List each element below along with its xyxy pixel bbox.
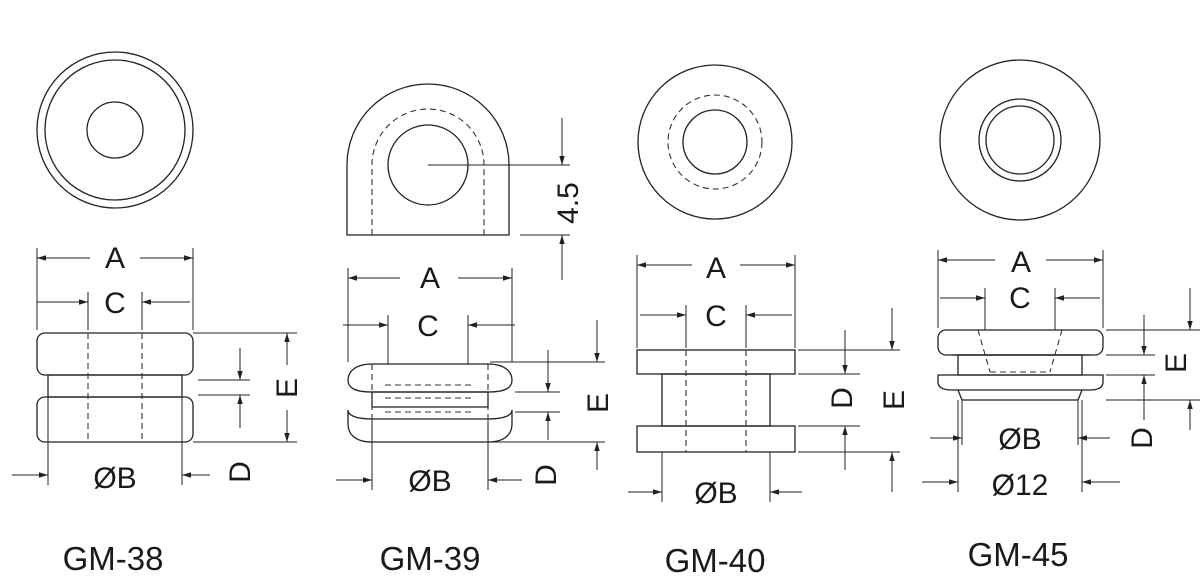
gm39-dim-b: ØB (336, 420, 522, 498)
gm40-dim-d: D (798, 330, 900, 470)
gm39-dim-a: A (347, 262, 513, 362)
gm40-title: GM-40 (665, 542, 766, 579)
gm40-top-view (637, 64, 793, 220)
gm39-top-view (346, 83, 570, 236)
gm45-dim-d: D (1106, 315, 1159, 449)
gm45-label-d: D (1126, 427, 1159, 449)
gm38-dim-a: A (36, 242, 194, 330)
gm45-dim-c: C (940, 282, 1100, 330)
gm39-label-c: C (417, 310, 439, 343)
gm45-dim-e: E (1106, 288, 1200, 430)
gm39-drawing: 4.5 A C (336, 83, 615, 577)
gm40-dim-e: E (878, 308, 911, 492)
gm45-top-view (939, 59, 1101, 221)
gm45-label-b: ØB (998, 423, 1041, 456)
gm45-label-a: A (1011, 246, 1031, 279)
gm40-drawing: A C D E (628, 64, 911, 579)
gm45-side-view (937, 329, 1104, 401)
gm38-dim-e: E (193, 332, 304, 443)
gm39-side-view (347, 363, 513, 443)
gm45-label-12: Ø12 (992, 469, 1049, 502)
gm45-drawing: A C E D (922, 59, 1200, 573)
gm45-label-c: C (1009, 282, 1031, 315)
gm40-label-d: D (826, 387, 859, 409)
gm39-label-d: D (530, 464, 563, 486)
gm40-label-a: A (706, 252, 726, 285)
gm39-label-a: A (420, 262, 440, 295)
gm38-title: GM-38 (63, 540, 164, 577)
gm38-label-b: ØB (93, 462, 136, 495)
gm39-dim-c: C (343, 310, 515, 364)
gm40-label-b: ØB (694, 477, 737, 510)
gm45-label-e: E (1160, 353, 1193, 373)
gm38-top-view (36, 51, 194, 209)
gm39-dim-e: E (490, 320, 615, 470)
gm38-label-c: C (104, 287, 126, 320)
gm38-side-view (36, 332, 194, 443)
gm39-dim-45: 4.5 (520, 118, 585, 280)
gm45-title: GM-45 (968, 536, 1069, 573)
gm40-label-e: E (878, 390, 911, 410)
gm38-label-a: A (105, 242, 125, 275)
gm39-dim-d: D (515, 350, 563, 486)
gm39-label-45: 4.5 (552, 182, 585, 224)
gm38-label-e: E (271, 378, 304, 398)
gm40-dim-c: C (640, 300, 792, 348)
gm38-label-d: D (224, 461, 257, 483)
gm39-label-b: ØB (408, 465, 451, 498)
gm38-drawing: A C E D (12, 51, 304, 577)
gm38-dim-c: C (37, 287, 190, 330)
gm39-title: GM-39 (380, 540, 481, 577)
gm39-label-e: E (582, 393, 615, 413)
gm38-dim-d: D (198, 348, 257, 483)
gm40-label-c: C (705, 300, 727, 333)
gm45-dim-12: Ø12 (922, 400, 1120, 502)
gm45-dim-a: A (937, 246, 1104, 328)
gm40-side-view (636, 349, 796, 453)
gm40-dim-b: ØB (628, 452, 802, 510)
gm40-dim-a: A (636, 252, 796, 348)
gm38-dim-b: ØB (12, 397, 210, 495)
gm45-dim-b: ØB (930, 400, 1110, 456)
